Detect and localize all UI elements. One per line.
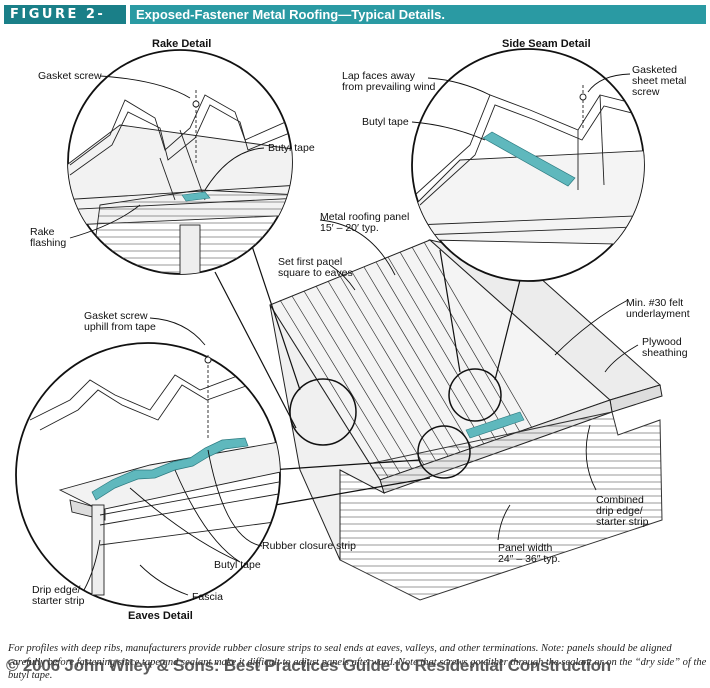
label-drip-edge-2: starter strip	[32, 595, 85, 607]
label-metal-panel-1: Metal roofing panel	[320, 211, 410, 223]
label-combined-1: Combined	[596, 494, 644, 506]
label-panel-width-1: Panel width	[498, 542, 553, 554]
label-gasketed-1: Gasketed	[632, 64, 677, 76]
label-butyl-tape-eaves: Butyl tape	[214, 559, 261, 571]
label-combined-3: starter strip	[596, 516, 649, 528]
label-drip-edge-1: Drip edge/	[32, 584, 81, 596]
label-gasketed-2: sheet metal	[632, 75, 687, 87]
figure-title: Exposed-Fastener Metal Roofing—Typical D…	[130, 5, 706, 24]
copyright-watermark: © 2006 John Wiley & Sons: Best Practices…	[6, 656, 611, 675]
label-gasket-screw: Gasket screw	[38, 70, 102, 82]
side-screw-icon	[579, 93, 587, 101]
label-fascia: Fascia	[192, 591, 223, 603]
label-panel-width-2: 24″ – 36″ typ.	[498, 553, 561, 565]
leader-lines	[69, 73, 639, 596]
figure-number: FIGURE 2-41	[4, 5, 126, 41]
label-combined-2: drip edge/	[596, 505, 643, 517]
rake-butyl-tape	[181, 191, 211, 202]
rake-detail-title: Rake Detail	[152, 38, 212, 50]
label-plywood-2: sheathing	[642, 347, 688, 359]
rake-callout-circle	[289, 378, 357, 446]
label-plywood-1: Plywood	[642, 336, 682, 348]
label-gasketed-3: screw	[632, 86, 660, 98]
label-felt-2: underlayment	[626, 308, 690, 320]
rake-screw-icon	[192, 100, 200, 108]
eaves-detail-art	[15, 342, 281, 608]
label-felt-1: Min. #30 felt	[626, 297, 684, 309]
label-butyl-tape-side: Butyl tape	[362, 116, 409, 128]
rake-detail-art	[67, 49, 293, 275]
label-gasket-uphill-1: Gasket screw	[84, 310, 148, 322]
eave-tape-strip	[465, 411, 525, 439]
eaves-callout-circle	[417, 425, 471, 479]
label-lap-faces-2: from prevailing wind	[342, 81, 436, 93]
label-lap-faces-1: Lap faces away	[342, 70, 415, 82]
side-seam-detail-title: Side Seam Detail	[502, 38, 591, 50]
roof-ribs	[279, 241, 533, 478]
eaves-screw-icon	[204, 356, 212, 364]
callout-connectors	[214, 239, 521, 506]
label-rake-flashing-2: flashing	[30, 237, 67, 249]
side-seam-callout-circle	[448, 368, 502, 422]
label-metal-panel-2: 15′ – 20′ typ.	[320, 222, 379, 234]
figure-caption: For profiles with deep ribs, manufacture…	[8, 643, 707, 681]
figure-header: FIGURE 2-41 Exposed-Fastener Metal Roofi…	[0, 0, 710, 41]
label-rubber-closure: Rubber closure strip	[262, 540, 356, 552]
label-butyl-tape-rake: Butyl tape	[268, 142, 315, 154]
side-butyl-tape	[482, 131, 576, 187]
label-rake-flashing-1: Rake	[30, 226, 55, 238]
label-set-first-2: square to eaves	[278, 267, 353, 279]
side-seam-detail-art	[411, 48, 645, 282]
roofing-illustration	[15, 48, 663, 608]
label-set-first-1: Set first panel	[278, 256, 343, 268]
eaves-detail-title: Eaves Detail	[128, 610, 193, 622]
label-gasket-uphill-2: uphill from tape	[84, 321, 156, 333]
